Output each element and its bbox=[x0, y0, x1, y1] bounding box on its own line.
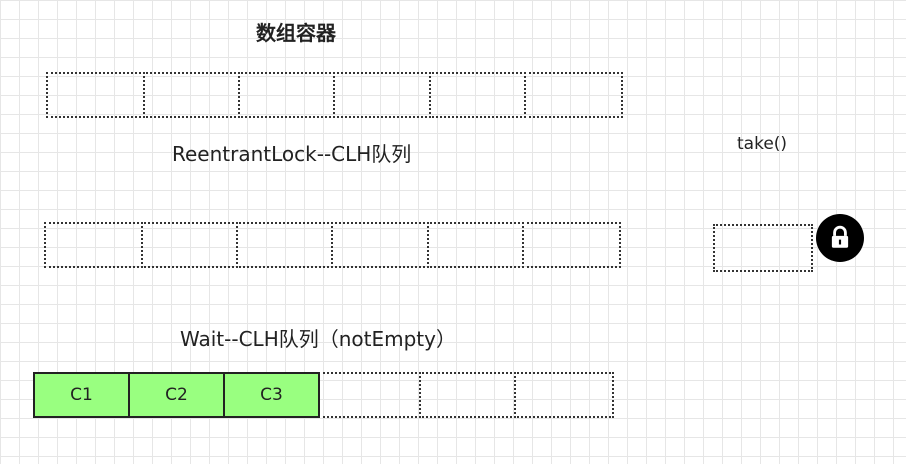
lock-queue-slot bbox=[236, 222, 333, 268]
wait-queue-title: Wait--CLH队列（notEmpty） bbox=[180, 327, 456, 351]
array-slot bbox=[524, 72, 623, 118]
array-slot bbox=[238, 72, 335, 118]
lock-queue-slot bbox=[331, 222, 429, 268]
array-container-title: 数组容器 bbox=[256, 21, 336, 45]
array-container-row bbox=[46, 72, 623, 118]
wait-queue-slot bbox=[514, 372, 614, 418]
lock-queue-slot bbox=[522, 222, 621, 268]
wait-queue-slot: C1 bbox=[33, 372, 130, 418]
wait-queue-slot: C2 bbox=[128, 372, 225, 418]
array-slot bbox=[143, 72, 240, 118]
array-slot bbox=[333, 72, 431, 118]
lock-icon bbox=[816, 214, 864, 262]
lock-queue-title: ReentrantLock--CLH队列 bbox=[172, 142, 412, 166]
array-slot bbox=[46, 72, 145, 118]
array-slot bbox=[429, 72, 526, 118]
wait-queue-row: C1 C2 C3 bbox=[33, 372, 614, 418]
take-thread-box bbox=[713, 224, 813, 272]
wait-queue-slot bbox=[419, 372, 516, 418]
wait-queue-slot bbox=[318, 372, 421, 418]
take-label: take() bbox=[737, 134, 788, 154]
wait-queue-slot: C3 bbox=[223, 372, 320, 418]
lock-queue-slot bbox=[427, 222, 524, 268]
lock-queue-row bbox=[44, 222, 621, 268]
lock-queue-slot bbox=[141, 222, 238, 268]
lock-queue-slot bbox=[44, 222, 143, 268]
